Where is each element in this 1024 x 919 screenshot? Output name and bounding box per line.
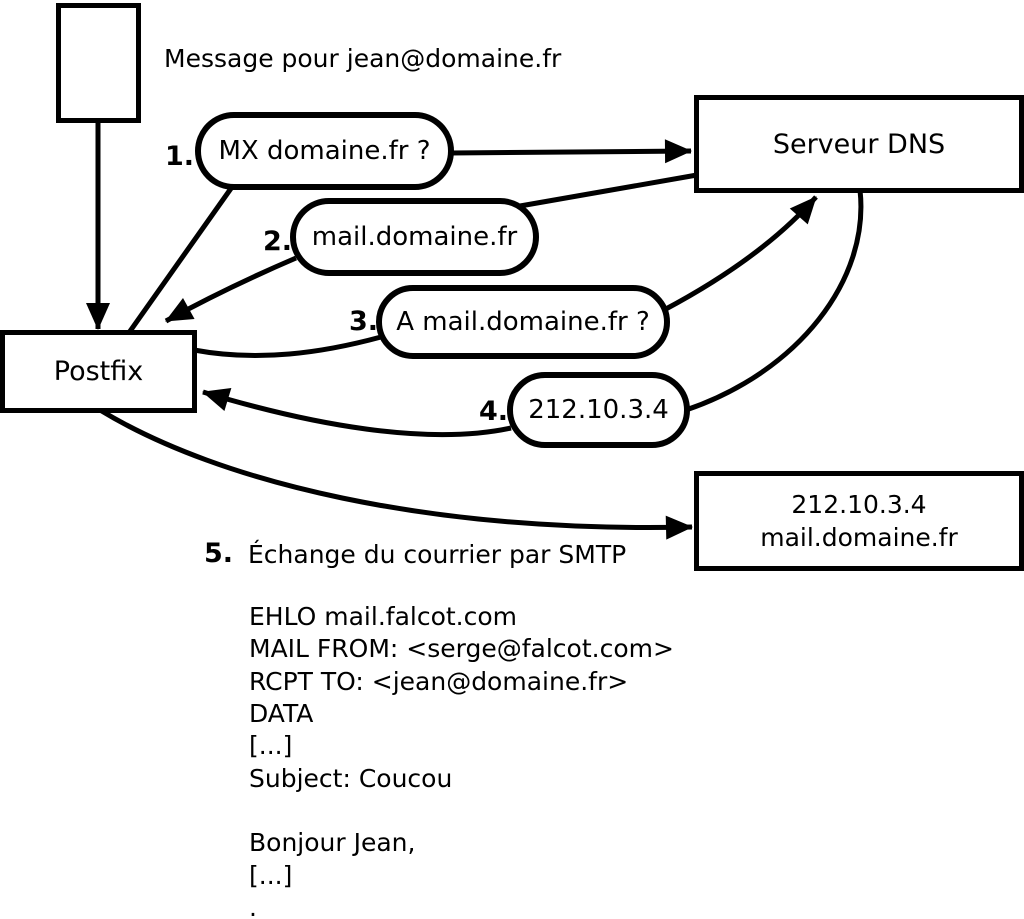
smtp-exchange-caption: Échange du courrier par SMTP bbox=[248, 540, 627, 569]
query-pill-a: A mail.domaine.fr ? bbox=[376, 285, 670, 359]
postfix-label: Postfix bbox=[53, 356, 144, 387]
arrow-a-query-to-dns bbox=[662, 195, 818, 313]
step-number-1: 1. bbox=[165, 141, 195, 172]
query-pill-mx-label: MX domaine.fr ? bbox=[218, 136, 431, 166]
smtp-transcript: EHLO mail.falcot.com MAIL FROM: <serge@f… bbox=[249, 601, 674, 919]
arrow-a-answer-to-postfix bbox=[202, 388, 512, 438]
arrow-mx-answer-to-postfix bbox=[164, 255, 297, 324]
line-dns-to-a-answer bbox=[685, 189, 864, 413]
mail-host-node: 212.10.3.4 mail.domaine.fr bbox=[694, 471, 1024, 571]
answer-pill-mx-label: mail.domaine.fr bbox=[311, 222, 518, 252]
mail-host-name: mail.domaine.fr bbox=[760, 523, 958, 552]
step-number-5: 5. bbox=[204, 538, 234, 569]
message-envelope-node bbox=[56, 3, 141, 123]
line-postfix-to-mx-query bbox=[125, 185, 235, 336]
query-pill-a-label: A mail.domaine.fr ? bbox=[396, 307, 650, 337]
smtp-line: [...] bbox=[249, 860, 293, 890]
postfix-node: Postfix bbox=[0, 330, 197, 413]
dns-server-label: Serveur DNS bbox=[772, 128, 946, 160]
answer-pill-a: 212.10.3.4 bbox=[507, 372, 690, 448]
smtp-line: DATA bbox=[249, 698, 314, 728]
smtp-line: RCPT TO: <jean@domaine.fr> bbox=[249, 666, 629, 696]
dns-server-node: Serveur DNS bbox=[694, 95, 1024, 193]
answer-pill-mx: mail.domaine.fr bbox=[290, 198, 539, 276]
message-note: Message pour jean@domaine.fr bbox=[164, 44, 562, 73]
step-number-2: 2. bbox=[263, 226, 293, 257]
arrow-postfix-smtp-to-mailhost bbox=[98, 407, 693, 540]
smtp-line: MAIL FROM: <serge@falcot.com> bbox=[249, 634, 674, 664]
smtp-line: . bbox=[249, 892, 257, 919]
arrow-mx-query-to-dns bbox=[449, 139, 692, 164]
step-number-4: 4. bbox=[479, 396, 509, 427]
answer-pill-a-label: 212.10.3.4 bbox=[528, 395, 669, 425]
smtp-line: [...] bbox=[249, 731, 293, 761]
smtp-line: Bonjour Jean, bbox=[249, 828, 416, 858]
smtp-line: EHLO mail.falcot.com bbox=[249, 602, 518, 631]
smtp-line: Subject: Coucou bbox=[249, 763, 453, 793]
step-number-3: 3. bbox=[349, 306, 379, 337]
smtp-line bbox=[249, 795, 674, 827]
line-dns-to-mx-answer bbox=[519, 172, 698, 209]
mail-host-ip: 212.10.3.4 bbox=[791, 490, 927, 519]
line-postfix-to-a-query bbox=[193, 334, 382, 358]
query-pill-mx: MX domaine.fr ? bbox=[195, 112, 454, 190]
